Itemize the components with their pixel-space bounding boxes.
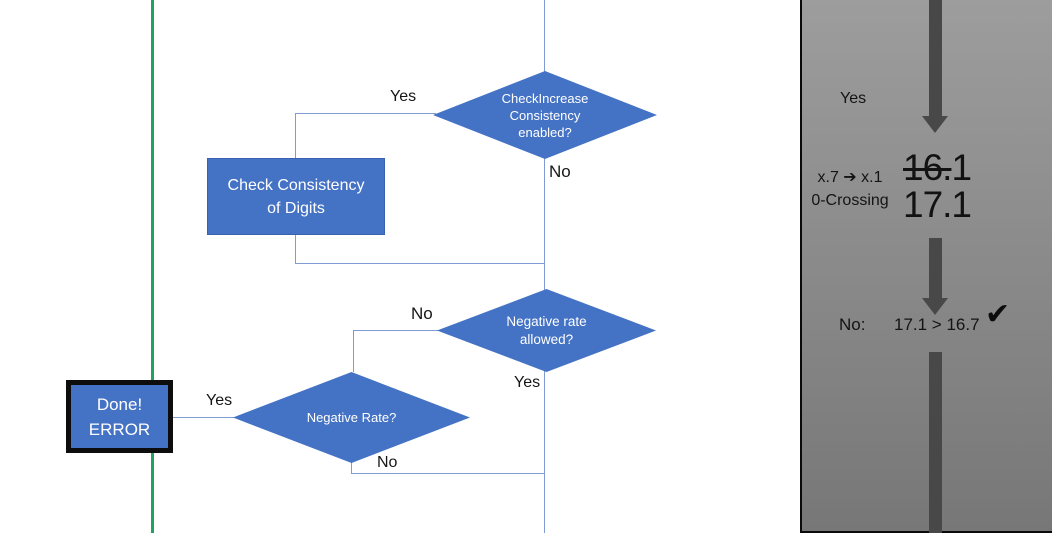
label-no-mid: No [411, 304, 433, 323]
terminal-done-error: Done! ERROR [66, 380, 173, 453]
decision-check-increase-line2: Consistency [509, 107, 581, 123]
down-arrow-3-shaft [929, 352, 942, 533]
process-check-consistency-line2: of Digits [267, 199, 325, 217]
label-yes-top: Yes [390, 88, 417, 105]
connector-yes-bottom [173, 417, 234, 418]
terminal-done-error-line2: ERROR [88, 419, 151, 439]
label-yes-mid: Yes [514, 374, 541, 391]
green-divider-line [151, 0, 154, 533]
panel-rule-line2: 0-Crossing [811, 192, 889, 209]
connector-merge-bottom [351, 473, 544, 474]
panel-old-value-rest: 1 [951, 147, 972, 188]
connector-no-mid-down [353, 330, 354, 372]
down-arrow-1-head [922, 116, 948, 133]
connector-yes-mid [544, 371, 545, 533]
down-arrow-2-head [922, 298, 948, 315]
decision-check-increase: CheckIncrease Consistency enabled? [433, 71, 657, 159]
side-panel: Yes x.7 ➔ x.1 0-Crossing 16.1 17.1 No: 1… [800, 0, 1052, 533]
down-arrow-2-shaft [929, 238, 942, 298]
checkmark-icon: ✔ [985, 298, 1011, 331]
connector-merge-top [295, 263, 545, 264]
decision-check-increase-line1: CheckIncrease [501, 90, 589, 106]
label-no-top: No [549, 162, 571, 181]
connector-yes-top-down [295, 113, 296, 158]
panel-comparison: 17.1 > 16.7 [894, 315, 980, 334]
panel-rule-line1: x.7 ➔ x.1 [817, 169, 883, 186]
down-arrow-1-shaft [929, 0, 942, 116]
connector-no-mid [353, 330, 438, 331]
process-check-consistency: Check Consistency of Digits [207, 158, 385, 235]
decision-negative-rate-allowed-line2: allowed? [519, 331, 574, 347]
decision-negative-rate: Negative Rate? [233, 372, 470, 463]
panel-old-value-struck: 16. [903, 147, 952, 188]
connector-no-bottom-down [351, 462, 352, 473]
panel-yes-label: Yes [840, 90, 867, 107]
panel-rule-text: x.7 ➔ x.1 0-Crossing [802, 166, 898, 212]
panel-new-value: 17.1 [903, 184, 972, 225]
terminal-done-error-line1: Done! [96, 394, 143, 414]
decision-negative-rate-allowed-line1: Negative rate [506, 313, 587, 329]
connector-yes-top [295, 113, 436, 114]
decision-check-increase-line3: enabled? [518, 124, 572, 140]
connector-no-top [544, 158, 545, 290]
decision-negative-rate-allowed: Negative rate allowed? [437, 289, 656, 372]
panel-old-value: 16.1 [903, 147, 972, 188]
connector-process-out [295, 235, 296, 263]
panel-no-label: No: [839, 315, 866, 334]
panel-values: 16.1 17.1 [903, 147, 972, 225]
label-yes-bottom: Yes [206, 392, 233, 409]
label-no-bottom: No [377, 454, 398, 471]
connector-top-in [544, 0, 545, 73]
decision-negative-rate-line1: Negative Rate? [306, 410, 397, 425]
process-check-consistency-line1: Check Consistency [227, 176, 365, 194]
